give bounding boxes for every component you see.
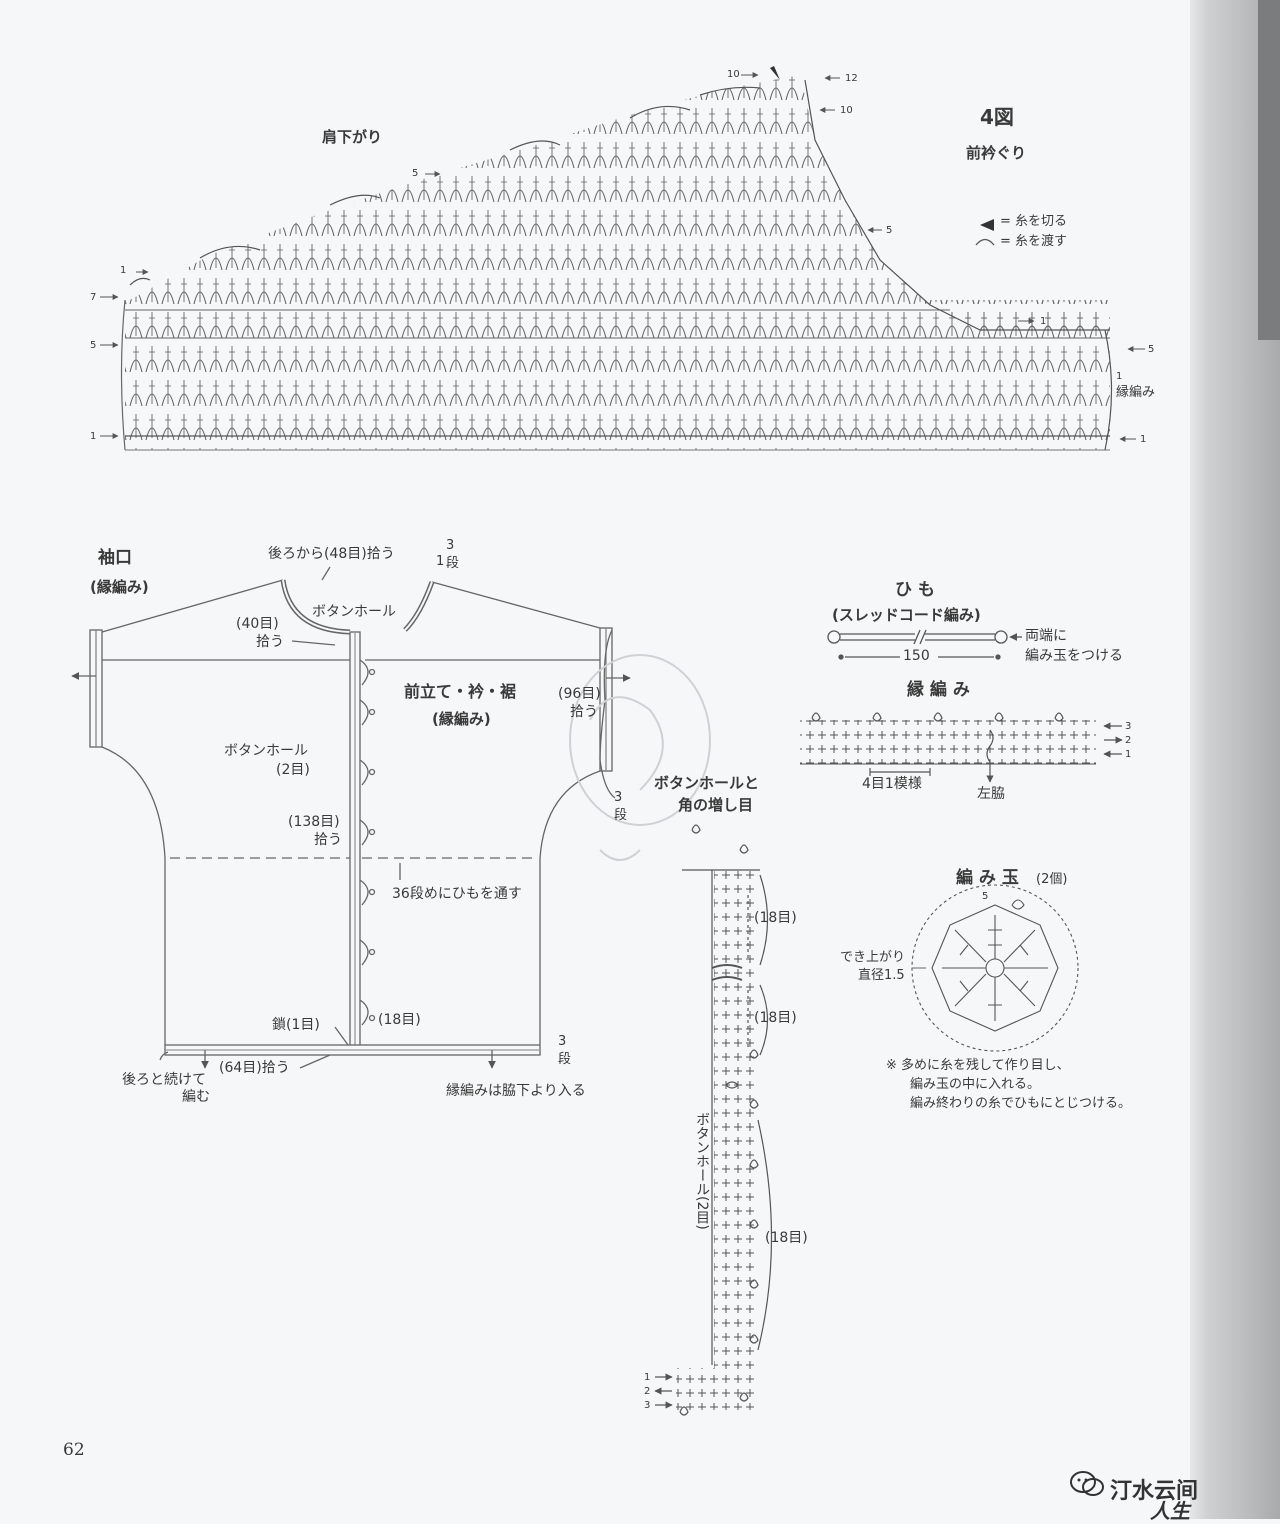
row-mark-left: 7 [90, 292, 97, 303]
neck-rows-label: 段 [446, 556, 460, 571]
watermark-text: 汀水云间 [1110, 1479, 1199, 1504]
edging-title: 縁 編 み [907, 680, 970, 700]
cord-row-note: 36段めにひもを通す [392, 886, 522, 902]
buttonhole-row-3: 3 [644, 1400, 651, 1411]
row-mark-left: 5 [90, 340, 97, 351]
edging-left-side: 左脇 [977, 786, 1005, 802]
edging-row-1: 1 [1125, 749, 1132, 760]
buttonhole-chart-18-c: (18目) [765, 1230, 808, 1246]
edging-stitch-chart [800, 712, 1123, 783]
buttonhole-mid-label: ボタンホール [224, 743, 308, 759]
page-number: 62 [63, 1440, 85, 1460]
row-mark-right: 1 [1116, 371, 1123, 382]
center-watermark-doodle [569, 654, 711, 861]
row-mark-right: 1 [1040, 316, 1047, 327]
garment-schematic [71, 566, 631, 1069]
ball-row-mark: 5 [982, 891, 989, 902]
ball-note-1: ※ 多めに糸を残して作り目し、 [886, 1058, 1070, 1073]
pickup-138-label: 拾う [314, 832, 342, 848]
buttonhole-row-1: 1 [644, 1372, 651, 1383]
sleeve-rows-3: 3 [614, 790, 623, 805]
pickup-40-label: 拾う [256, 634, 284, 650]
watermark-text-secondary: 人生 [1150, 1499, 1190, 1523]
buttonhole-chart-title-b: 角の増し目 [678, 796, 754, 814]
edging-repeat: 4目1模様 [862, 776, 922, 792]
neck-rows-3: 3 [446, 538, 455, 553]
neck-rows-1: 1 [436, 554, 445, 569]
buttonhole-spacing-18: (18目) [378, 1012, 421, 1028]
pickup-96-count: (96目) [558, 686, 601, 702]
ball-note-3: 編み終わりの糸でひもにとじつける。 [910, 1096, 1132, 1111]
row-mark-right: 1 [1140, 434, 1147, 445]
chart4-stitch-diagram [100, 66, 1145, 451]
cord-note-a: 両端に [1025, 628, 1067, 644]
pickup-40-count: (40目) [236, 616, 279, 632]
legend-carry-yarn: = 糸を渡す [1000, 234, 1068, 249]
buttonhole-row-2: 2 [644, 1386, 651, 1397]
cord-length: 150 [903, 648, 930, 664]
row-mark-left: 5 [412, 168, 419, 179]
ball-finish-b: 直径1.5 [858, 968, 905, 983]
legend-cut-yarn: = 糸を切る [1000, 214, 1068, 229]
sleeve-rows-label: 段 [614, 808, 628, 823]
pickup-96-label: 拾う [570, 704, 598, 720]
figure-title: 4図 [980, 105, 1014, 129]
row-mark-left: 10 [727, 69, 740, 80]
cord-note-b: 編み玉をつける [1025, 648, 1123, 664]
page-edge-dark [1258, 0, 1280, 340]
buttonhole-top-label: ボタンホール [312, 604, 396, 620]
buttonhole-chart-18-a: (18目) [754, 910, 797, 926]
hem-rows-3: 3 [558, 1034, 567, 1049]
buttonhole-chart-title-a: ボタンホールと [654, 774, 760, 792]
placket-subtitle: (縁編み) [432, 710, 491, 728]
cord-subtitle: (スレッドコード編み) [832, 606, 981, 624]
wechat-icon [1070, 1471, 1104, 1496]
ball-note-2: 編み玉の中に入れる。 [910, 1077, 1041, 1092]
pickup-138-count: (138目) [288, 814, 340, 830]
ball-finish-a: でき上がり [840, 950, 906, 965]
ball-count: (2個) [1036, 872, 1068, 887]
placket-title: 前立て・衿・裾 [404, 682, 517, 701]
ball-title: 編 み 玉 [956, 868, 1019, 888]
cord-title: ひ も [895, 580, 935, 600]
back-continue-b: 編む [182, 1089, 210, 1105]
buttonhole-vertical-label: ボタンホール(2目) [694, 1112, 710, 1230]
row-mark-right: 5 [886, 225, 893, 236]
cuff-subtitle: (縁編み) [90, 578, 149, 596]
row-mark-left: 1 [90, 431, 97, 442]
back-continue-a: 後ろと続けて [122, 1072, 206, 1088]
knit-ball-diagram [911, 884, 1079, 1052]
buttonhole-mid-count: (2目) [276, 762, 310, 778]
cuff-title: 袖口 [98, 548, 132, 568]
front-neckline-label: 前衿ぐり [966, 144, 1027, 162]
shoulder-slope-label: 肩下がり [322, 128, 383, 146]
buttonhole-chart [654, 824, 773, 1416]
edging-row-2: 2 [1125, 735, 1132, 746]
back-pickup-label: 後ろから(48目)拾う [268, 546, 395, 562]
pickup-64-label: (64目)拾う [219, 1060, 290, 1076]
row-mark-right: 12 [845, 73, 858, 84]
hem-rows-label: 段 [558, 1052, 572, 1067]
row-mark-right: 10 [840, 105, 853, 116]
cord-diagram [827, 629, 1022, 660]
buttonhole-chart-18-b: (18目) [754, 1010, 797, 1026]
row-mark-left: 1 [120, 265, 127, 276]
edging-row-3: 3 [1125, 721, 1132, 732]
chart4-edging-label: 縁編み [1116, 385, 1156, 400]
row-mark-right: 5 [1148, 344, 1155, 355]
edging-start-note: 縁編みは脇下より入る [446, 1083, 586, 1099]
chain-1-label: 鎖(1目) [272, 1017, 320, 1033]
